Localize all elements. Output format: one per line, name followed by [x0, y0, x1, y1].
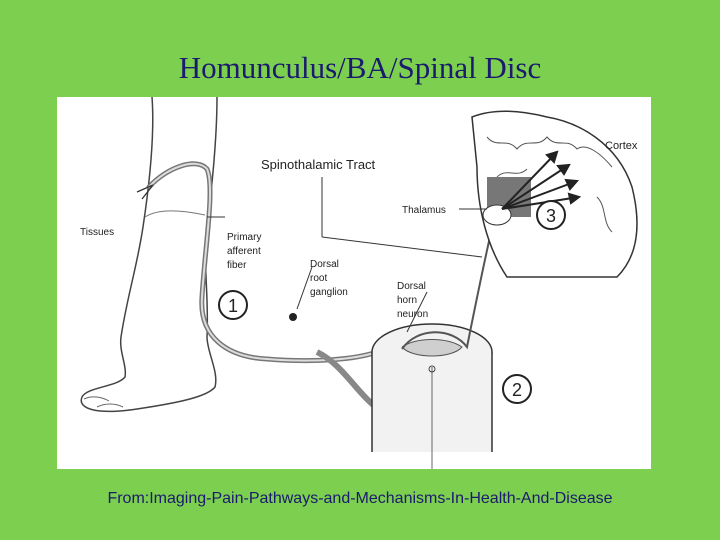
slide-title: Homunculus/BA/Spinal Disc — [178, 50, 542, 85]
dorsal-root-ganglion-dot — [289, 313, 297, 321]
stage-marker-3: 3 — [536, 200, 566, 230]
stage-2-number: 2 — [512, 380, 522, 400]
stage-marker-2: 2 — [502, 374, 532, 404]
leg-outline — [80, 97, 218, 413]
stage-1-number: 1 — [228, 296, 238, 316]
dorsal-root-label-line1: Dorsal — [310, 259, 339, 270]
brain-outline — [471, 110, 638, 278]
primary-afferent-fiber — [146, 161, 380, 364]
leg-knee-line — [144, 210, 206, 218]
dorsal-horn-label-line1: Dorsal — [397, 281, 426, 292]
brain-gyri — [486, 136, 613, 233]
tract-label: Spinothalamic Tract — [261, 157, 376, 172]
source-caption: From:Imaging-Pain-Pathways-and-Mechanism… — [107, 490, 613, 507]
primary-afferent-label-line1: Primary — [227, 232, 261, 243]
leader-lines — [207, 177, 487, 333]
dorsal-root-label-line3: ganglion — [310, 287, 348, 298]
cortex-arrows — [501, 150, 582, 210]
pain-pathway-diagram: Spinothalamic Tract Cortex Thalamus Tiss… — [80, 97, 638, 469]
nerve-branch — [136, 184, 154, 200]
stage-marker-1: 1 — [218, 290, 248, 320]
foot-toes — [83, 396, 124, 408]
primary-afferent-label-line3: fiber — [227, 260, 247, 271]
primary-afferent-label-line2: afferent — [227, 246, 261, 257]
dorsal-root-label-line2: root — [310, 273, 327, 284]
stage-3-number: 3 — [546, 206, 556, 226]
thalamus-nucleus — [482, 204, 512, 226]
cortex-label: Cortex — [605, 140, 638, 152]
spinothalamic-path — [401, 214, 496, 350]
dorsal-horn-label-line3: neuron — [397, 309, 428, 320]
tissues-label: Tissues — [80, 227, 114, 238]
thalamus-label: Thalamus — [402, 205, 446, 216]
pain-pathway-figure: Spinothalamic Tract Cortex Thalamus Tiss… — [57, 97, 651, 469]
primary-afferent-fiber-core — [148, 162, 378, 362]
dorsal-horn-label-line2: horn — [397, 295, 417, 306]
spinal-cord-section — [371, 323, 493, 469]
